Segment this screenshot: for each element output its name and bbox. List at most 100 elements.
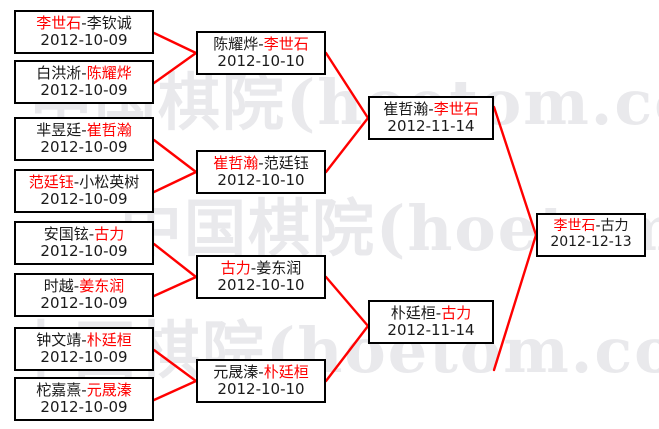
connector-r1m7 [152,348,198,383]
player-separator: - [258,363,264,382]
player-right: 姜东润 [256,259,302,278]
player-left: 古力 [220,259,251,278]
match-players: 柁嘉熹-元晟溱 [36,382,131,399]
player-right: 姜东润 [79,277,125,296]
player-right: 范廷钰 [263,154,309,173]
player-separator: - [88,225,95,244]
player-right: 元晟溱 [86,381,132,400]
player-right: 李钦诚 [86,14,132,33]
player-left: 芈昱廷 [36,121,82,140]
player-separator: - [81,331,87,350]
match-box-r1m1[interactable]: 李世石-李钦诚 2012-10-09 [14,10,154,54]
match-date: 2012-11-14 [387,117,475,135]
match-box-r2m3[interactable]: 古力-姜东润 2012-10-10 [196,255,326,299]
player-separator: - [595,218,601,235]
match-date: 2012-10-09 [40,294,128,312]
player-separator: - [81,14,87,33]
player-left: 朴廷桓 [390,304,436,323]
connector-r1m1 [152,31,198,55]
player-right: 古力 [94,225,125,244]
player-left: 李世石 [553,218,596,235]
player-left: 柁嘉熹 [36,381,82,400]
match-box-r3m2[interactable]: 朴廷桓-古力 2012-11-14 [368,300,494,344]
connector-r1m4 [152,170,198,194]
player-right: 朴廷桓 [86,331,132,350]
player-right: 古力 [600,218,629,235]
match-date: 2012-10-09 [40,242,128,260]
match-date: 2012-10-09 [40,190,128,208]
match-box-r2m1[interactable]: 陈耀烨-李世石 2012-10-10 [196,31,326,75]
match-date: 2012-10-09 [40,398,128,416]
match-players: 安国铉-古力 [44,226,124,243]
match-box-r3m1[interactable]: 崔哲瀚-李世石 2012-11-14 [368,96,494,140]
match-date: 2012-10-10 [217,52,305,70]
match-players: 古力-姜东润 [221,260,301,277]
match-box-r1m6[interactable]: 时越-姜东润 2012-10-09 [14,273,154,317]
player-right: 崔哲瀚 [86,121,132,140]
player-right: 小松英树 [79,173,140,192]
player-left: 安国铉 [43,225,89,244]
player-separator: - [258,154,264,173]
match-date: 2012-10-10 [217,380,305,398]
match-players: 崔哲瀚-范廷钰 [213,155,308,172]
match-players: 范廷钰-小松英树 [29,174,139,191]
connector-r1m5 [152,242,198,279]
player-left: 时越 [43,277,74,296]
connector-r1m2 [152,51,198,85]
match-box-r1m2[interactable]: 白洪淅-陈耀烨 2012-10-09 [14,60,154,104]
match-players: 李世石-李钦诚 [36,15,131,32]
match-date: 2012-12-13 [550,234,632,250]
match-box-r2m4[interactable]: 元晟溱-朴廷桓 2012-10-10 [196,359,326,403]
player-right: 古力 [441,304,472,323]
match-date: 2012-10-10 [217,171,305,189]
connector-r1m3 [152,138,198,174]
match-box-r1m3[interactable]: 芈昱廷-崔哲瀚 2012-10-09 [14,117,154,161]
player-left: 范廷钰 [28,173,74,192]
match-box-r2m2[interactable]: 崔哲瀚-范廷钰 2012-10-10 [196,150,326,194]
match-box-r1m8[interactable]: 柁嘉熹-元晟溱 2012-10-09 [14,377,154,421]
player-separator: - [435,304,442,323]
player-separator: - [428,100,434,119]
connector-r3m1 [492,105,538,237]
connector-r2m2 [324,116,370,174]
match-box-r1m5[interactable]: 安国铉-古力 2012-10-09 [14,221,154,265]
player-separator: - [81,381,87,400]
player-separator: - [73,173,80,192]
match-box-final[interactable]: 李世石-古力 2012-12-13 [536,213,646,257]
match-box-r1m4[interactable]: 范廷钰-小松英树 2012-10-09 [14,169,154,213]
player-separator: - [258,35,264,54]
connector-r1m6 [152,275,198,298]
connector-r2m4 [324,324,370,383]
connector-r3m2 [492,233,538,372]
player-separator: - [81,121,87,140]
player-left: 元晟溱 [213,363,259,382]
match-players: 时越-姜东润 [44,278,124,295]
player-right: 朴廷桓 [263,363,309,382]
player-separator: - [81,64,87,83]
player-left: 白洪淅 [36,64,82,83]
player-left: 崔哲瀚 [383,100,429,119]
match-date: 2012-10-10 [217,276,305,294]
match-players: 朴廷桓-古力 [391,305,471,322]
match-date: 2012-10-09 [40,81,128,99]
player-left: 李世石 [36,14,82,33]
player-left: 钟文靖 [36,331,82,350]
match-date: 2012-10-09 [40,31,128,49]
match-players: 陈耀烨-李世石 [213,36,308,53]
match-date: 2012-10-09 [40,138,128,156]
player-left: 陈耀烨 [213,35,259,54]
match-players: 芈昱廷-崔哲瀚 [36,122,131,139]
match-box-r1m7[interactable]: 钟文靖-朴廷桓 2012-10-09 [14,327,154,371]
connector-r2m3 [324,275,370,328]
connector-r2m1 [324,51,370,120]
connector-r1m8 [152,379,198,402]
player-right: 李世石 [433,100,479,119]
match-players: 崔哲瀚-李世石 [383,101,478,118]
player-left: 崔哲瀚 [213,154,259,173]
player-separator: - [250,259,257,278]
match-players: 白洪淅-陈耀烨 [36,65,131,82]
player-separator: - [73,277,80,296]
match-date: 2012-10-09 [40,348,128,366]
